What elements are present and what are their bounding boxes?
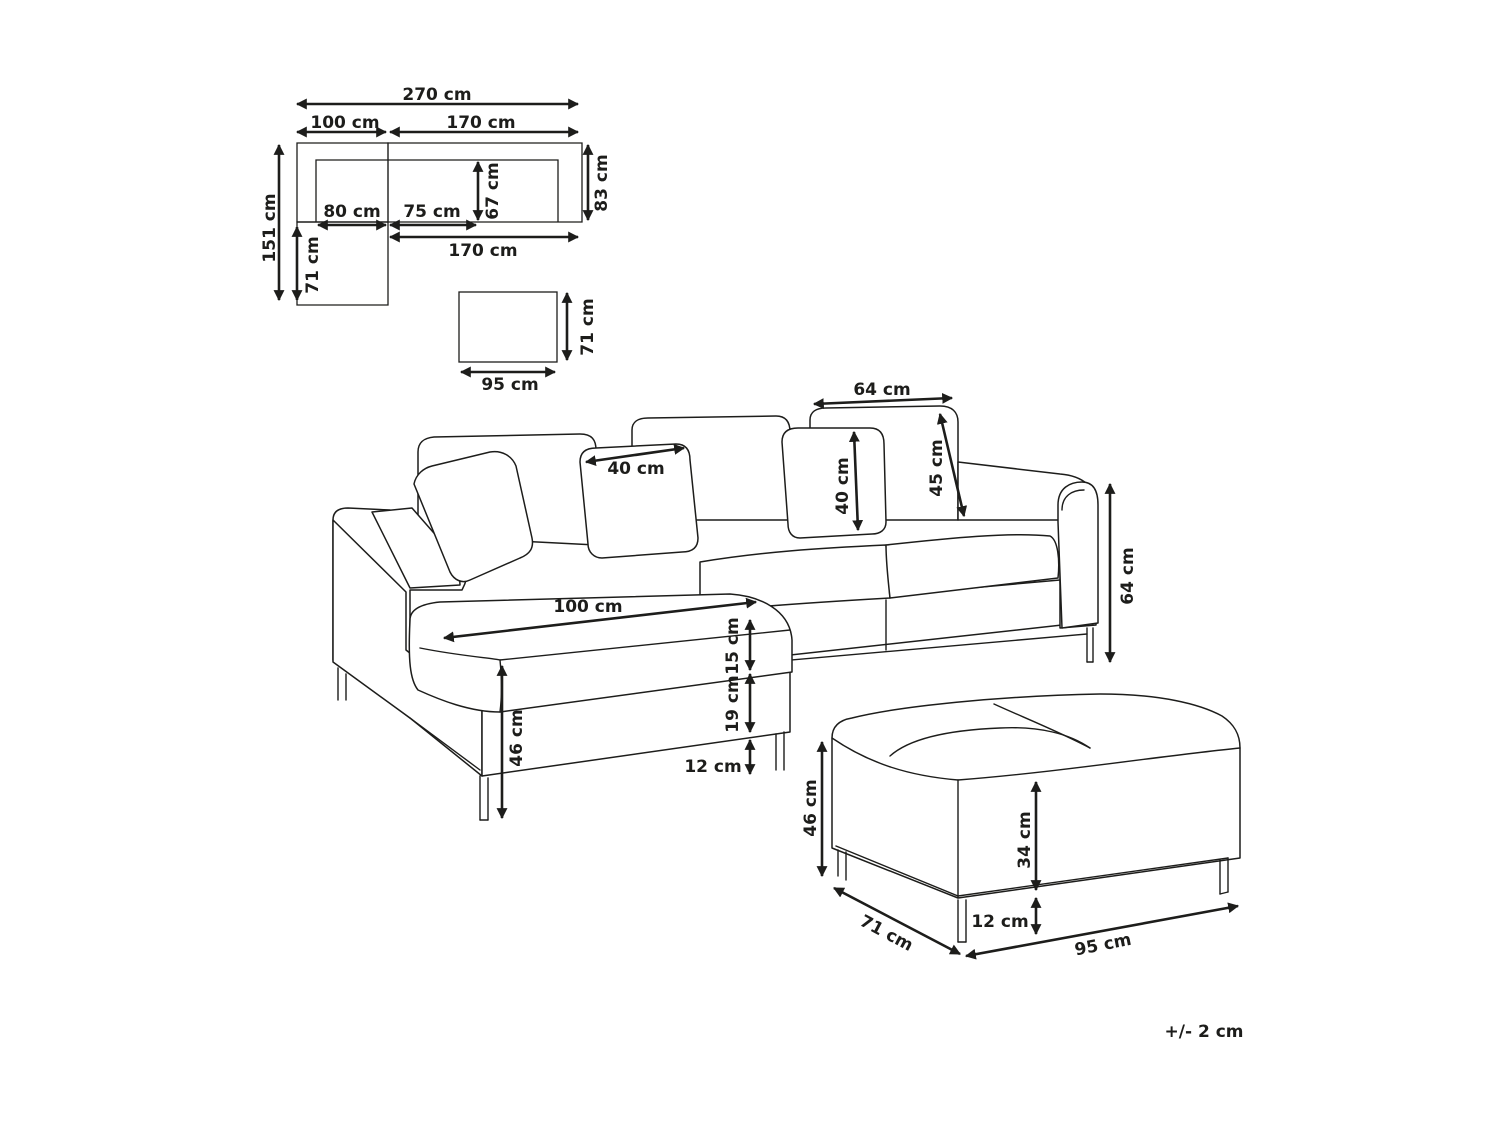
label-ottoman-depth-3d: 71 cm <box>856 911 916 956</box>
label-ottoman-body-height: 34 cm <box>1015 811 1035 868</box>
ottoman-seam-cross <box>993 703 1091 749</box>
label-cushion-thickness: 15 cm <box>723 617 743 674</box>
label-ottoman-width: 95 cm <box>481 375 538 395</box>
sofa-dimensions: 64 cm 45 cm 40 cm 40 cm 64 cm 100 cm 15 … <box>442 380 1138 820</box>
throw-pillow-left <box>413 450 534 583</box>
dim-ottoman-width-3d <box>964 902 1240 960</box>
label-ottoman-leg-height: 12 cm <box>971 912 1028 932</box>
label-pillow-width: 64 cm <box>853 380 910 400</box>
dim-pillow-width <box>812 392 954 410</box>
plan-view: 270 cm 100 cm 170 cm 151 cm 71 cm 83 cm … <box>260 85 612 395</box>
tolerance-note: +/- 2 cm <box>1165 1022 1244 1042</box>
plan-ottoman <box>458 291 558 363</box>
label-front-width: 170 cm <box>448 241 517 261</box>
label-ottoman-height: 46 cm <box>801 779 821 836</box>
label-total-height: 64 cm <box>1118 547 1138 604</box>
label-chaise-length: 100 cm <box>553 597 622 617</box>
label-seat-depth: 67 cm <box>483 162 503 219</box>
dim-ottoman-depth-3d <box>833 886 961 956</box>
ottoman-top-edge <box>831 737 1241 781</box>
label-leg-height: 12 cm <box>684 757 741 777</box>
label-chaise-seat-width: 80 cm <box>323 202 380 222</box>
label-backrest-width: 75 cm <box>403 202 460 222</box>
label-back-depth: 83 cm <box>592 154 612 211</box>
dim-cushion-width <box>584 443 686 467</box>
label-right-width: 170 cm <box>446 113 515 133</box>
dim-cushion-height <box>848 430 864 532</box>
label-ottoman-depth: 71 cm <box>578 298 598 355</box>
label-base-height: 19 cm <box>723 675 743 732</box>
label-pillow-height: 45 cm <box>927 439 947 496</box>
label-total-width: 270 cm <box>402 85 471 105</box>
label-cushion-width: 40 cm <box>607 459 664 479</box>
ottoman-dimensions: 46 cm 34 cm 12 cm 71 cm 95 cm <box>801 740 1240 960</box>
dim-pillow-height <box>936 412 968 518</box>
plan-backrest-inner <box>315 159 559 222</box>
dim-chaise-length <box>442 597 758 643</box>
label-left-width: 100 cm <box>310 113 379 133</box>
seat-cushion-right <box>885 533 1060 599</box>
right-armrest-front <box>1057 481 1099 629</box>
label-chaise-ext: 71 cm <box>303 236 323 293</box>
label-total-depth: 151 cm <box>260 193 280 262</box>
label-cushion-height: 40 cm <box>833 457 853 514</box>
armrest-seam <box>1061 489 1085 511</box>
label-seat-height: 46 cm <box>507 709 527 766</box>
